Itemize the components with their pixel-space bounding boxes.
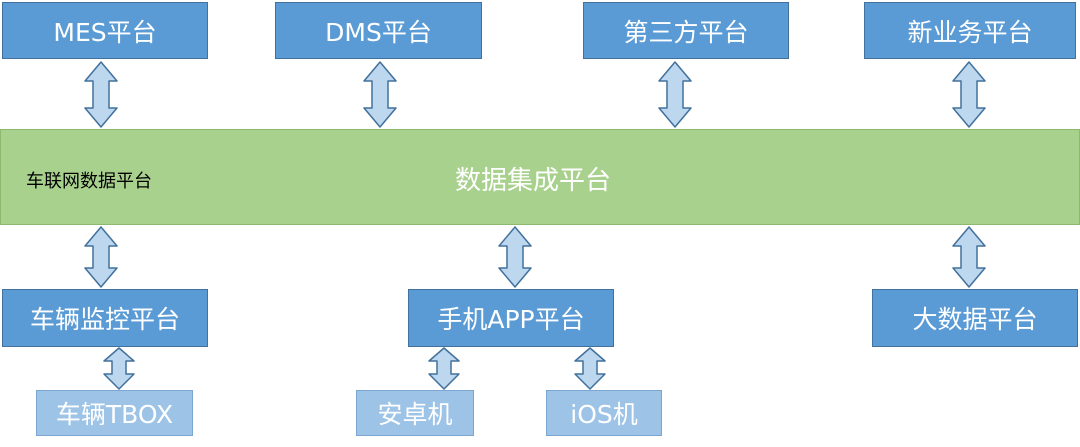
third-party-platform-node: 第三方平台 [583,2,789,59]
vehicle-monitoring-platform-node: 车辆监控平台 [2,289,208,347]
iov-data-platform-label: 车联网数据平台 [26,171,152,192]
arrow-bar-to-vehicle-monitoring [84,226,118,288]
arrow-mobile-app-to-ios [574,347,606,390]
arrow-mes-to-bar [84,61,118,128]
data-integration-platform-label: 数据集成平台 [455,166,612,196]
arrow-third-party-to-bar [658,61,692,128]
arrow-mobile-app-to-android [428,347,460,390]
mobile-app-platform-node: 手机APP平台 [408,289,614,347]
arrow-bar-to-mobile-app [498,226,532,288]
arrow-dms-to-bar [363,61,397,128]
arrow-vehicle-monitoring-to-tbox [103,347,135,390]
arrow-new-business-to-bar [952,61,986,128]
ios-device-node: iOS机 [546,390,662,436]
mes-platform-node: MES平台 [2,2,208,59]
vehicle-tbox-node: 车辆TBOX [36,390,193,436]
new-business-platform-node: 新业务平台 [864,2,1076,59]
dms-platform-node: DMS平台 [275,2,482,59]
arrow-bar-to-big-data [952,226,986,288]
big-data-platform-node: 大数据平台 [872,289,1078,347]
data-integration-platform-bar [0,129,1080,225]
android-device-node: 安卓机 [356,390,474,436]
